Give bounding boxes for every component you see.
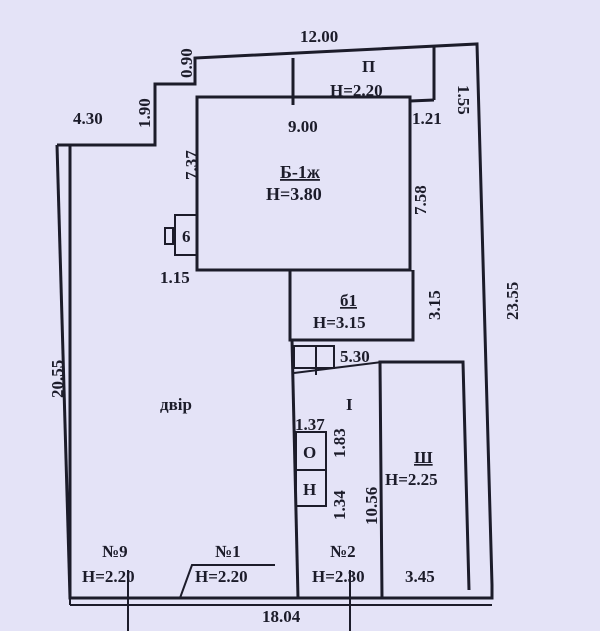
dim-b1-right: 3.15	[425, 290, 444, 320]
entry-line	[293, 361, 383, 374]
dim-h-height: 1.34	[330, 490, 349, 520]
dim-o-width: 1.37	[295, 415, 325, 434]
dim-left-top: 4.30	[73, 109, 103, 128]
corridor-label: І	[346, 395, 353, 414]
yard-label: двір	[160, 395, 192, 414]
room-porch-height: Н=2.20	[330, 81, 383, 100]
room-sh-height: Н=2.25	[385, 470, 438, 489]
porch-bottom	[409, 98, 435, 103]
room-main-name: Б-1ж	[280, 162, 321, 182]
dim-o-height: 1.83	[330, 428, 349, 458]
dim-step-small: 0.90	[177, 48, 196, 78]
n1-name: №1	[215, 542, 241, 561]
h-label: Н	[303, 480, 316, 499]
dim-main-top: 9.00	[288, 117, 318, 136]
dim-corridor-length: 10.56	[362, 487, 381, 525]
room-b1-name: б1	[340, 291, 357, 310]
dim-main-right-offset: 1.21	[412, 109, 442, 128]
room-main-height: Н=3.80	[266, 184, 322, 204]
o-label: О	[303, 443, 316, 462]
stove-mark	[164, 227, 174, 245]
dim-sh-width: 3.45	[405, 567, 435, 586]
dim-corridor-top: 5.30	[340, 347, 370, 366]
dim-main-right: 7.58	[411, 185, 430, 215]
n2-name: №2	[330, 542, 356, 561]
dim-top: 12.00	[300, 27, 338, 46]
dim-right-top: 1.55	[454, 85, 473, 115]
room-b1	[288, 270, 415, 342]
stove-label: 6	[182, 227, 191, 246]
outer-wall	[57, 42, 494, 600]
n1-height: Н=2.20	[195, 567, 248, 586]
room-sh	[378, 360, 471, 599]
h-box	[295, 469, 327, 507]
dim-stove-bottom: 1.15	[160, 268, 190, 287]
room-sh-name: Ш	[414, 448, 433, 467]
room-main	[195, 95, 412, 272]
dim-outer-right: 23.55	[503, 282, 522, 320]
dim-outer-left: 20.55	[48, 360, 67, 398]
n2-height: Н=2.30	[312, 567, 365, 586]
entry-box	[293, 345, 335, 369]
n9-height: Н=2.20	[82, 567, 135, 586]
dim-step-left: 1.90	[135, 98, 154, 128]
dim-main-left: 7.37	[182, 150, 201, 180]
n1-outline	[179, 564, 275, 599]
room-porch-name: П	[362, 57, 375, 76]
left-wall	[55, 144, 72, 599]
n9-name: №9	[102, 542, 128, 561]
dim-bottom: 18.04	[262, 607, 301, 626]
room-b1-height: Н=3.15	[313, 313, 366, 332]
stove-box	[174, 214, 198, 256]
